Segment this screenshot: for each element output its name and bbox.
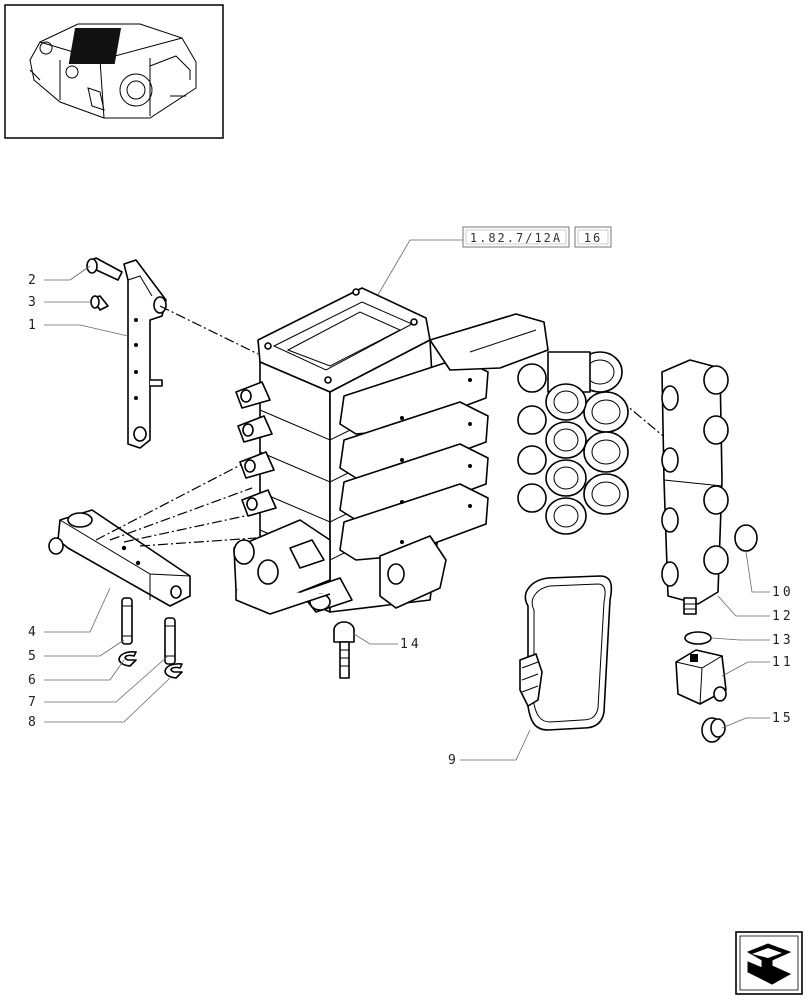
part-10-plug [734, 524, 758, 552]
callout-7: 7 [28, 695, 39, 710]
navigation-arrow-icon[interactable] [735, 931, 803, 995]
part-14-bolt [333, 621, 355, 679]
callout-3: 3 [28, 295, 39, 310]
part-7-pin [164, 617, 176, 665]
callout-9: 9 [448, 753, 459, 768]
hydraulic-couplers [517, 351, 629, 535]
control-valve-assembly [233, 287, 629, 615]
part-13-o-ring [684, 631, 712, 645]
callout-5: 5 [28, 649, 39, 664]
part-12-coupler-bracket [661, 359, 729, 615]
reference-box-page[interactable]: 16 [574, 226, 612, 248]
part-3-screw [90, 295, 109, 311]
reference-leader-line [374, 239, 463, 301]
part-2-bolt [86, 257, 123, 281]
part-1-lever-bracket [123, 259, 167, 449]
part-5-pin [121, 597, 133, 645]
callout-11: 11 [772, 655, 794, 670]
callout-8: 8 [28, 715, 39, 730]
callout-12: 12 [772, 609, 794, 624]
reference-label: 1.82.7/12A [470, 231, 562, 245]
callout-14: 14 [400, 637, 422, 652]
callout-4: 4 [28, 625, 39, 640]
part-4-lever-arm [48, 509, 191, 607]
thumbnail-overview[interactable] [4, 4, 224, 139]
callout-1: 1 [28, 318, 39, 333]
callout-labels: 2 3 1 4 5 6 7 8 9 10 12 13 11 15 14 [28, 273, 794, 768]
part-6-clip [118, 651, 137, 667]
part-8-clip [164, 663, 183, 679]
callout-2: 2 [28, 273, 39, 288]
callout-10: 10 [772, 585, 794, 600]
part-15-cap [701, 717, 726, 743]
callout-6: 6 [28, 673, 39, 688]
alignment-lines [95, 305, 669, 547]
reference-box-main[interactable]: 1.82.7/12A [462, 226, 570, 248]
part-9-gasket [519, 575, 613, 731]
callout-15: 15 [772, 711, 794, 726]
callout-13: 13 [772, 633, 794, 648]
thumbnail-assembly-drawing [29, 23, 197, 119]
leader-lines [44, 265, 770, 761]
reference-page-number: 16 [584, 231, 602, 245]
part-11-connector [675, 649, 727, 705]
